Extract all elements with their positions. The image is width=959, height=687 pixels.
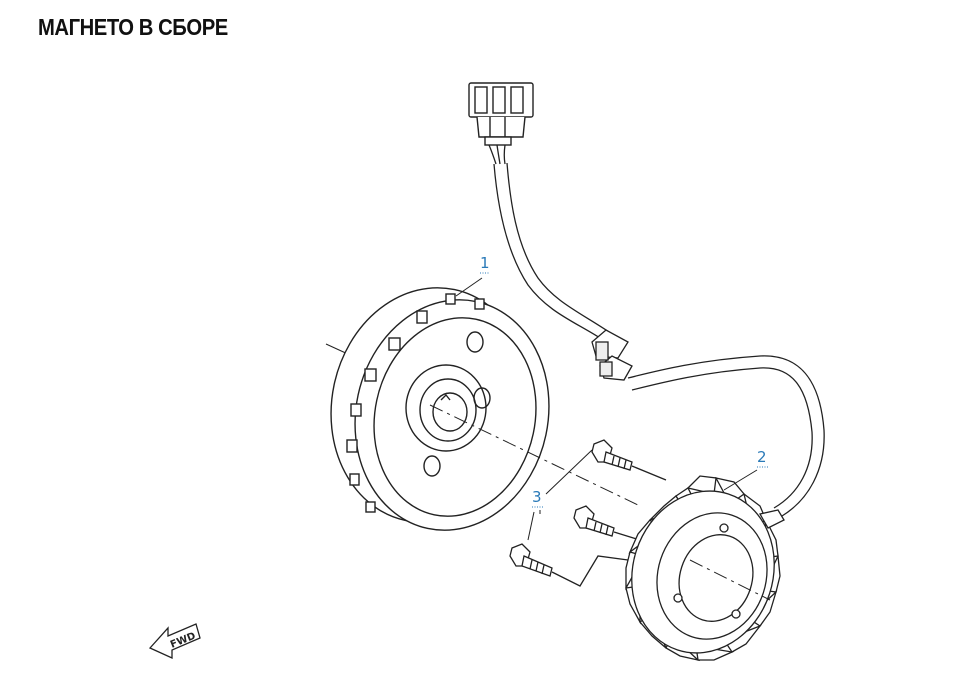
callout-1: 1 [455, 254, 490, 297]
connector-plug [468, 82, 534, 146]
bolts [509, 439, 667, 587]
bolt-middle [573, 505, 615, 537]
fwd-arrow: FWD [148, 623, 201, 660]
callout-2: 2 [723, 448, 768, 491]
callout-1-label: 1 [480, 254, 490, 272]
stator [625, 475, 785, 662]
wire-harness [488, 144, 825, 517]
bolt-top [591, 439, 633, 471]
callout-3-label: 3 [532, 488, 542, 506]
page-title: МАГНЕТО В СБОРЕ [38, 14, 228, 40]
flywheel-rotor [325, 287, 639, 531]
bolt-bottom [509, 543, 553, 577]
callout-2-label: 2 [757, 448, 767, 466]
callout-3: 3 [527, 449, 593, 541]
